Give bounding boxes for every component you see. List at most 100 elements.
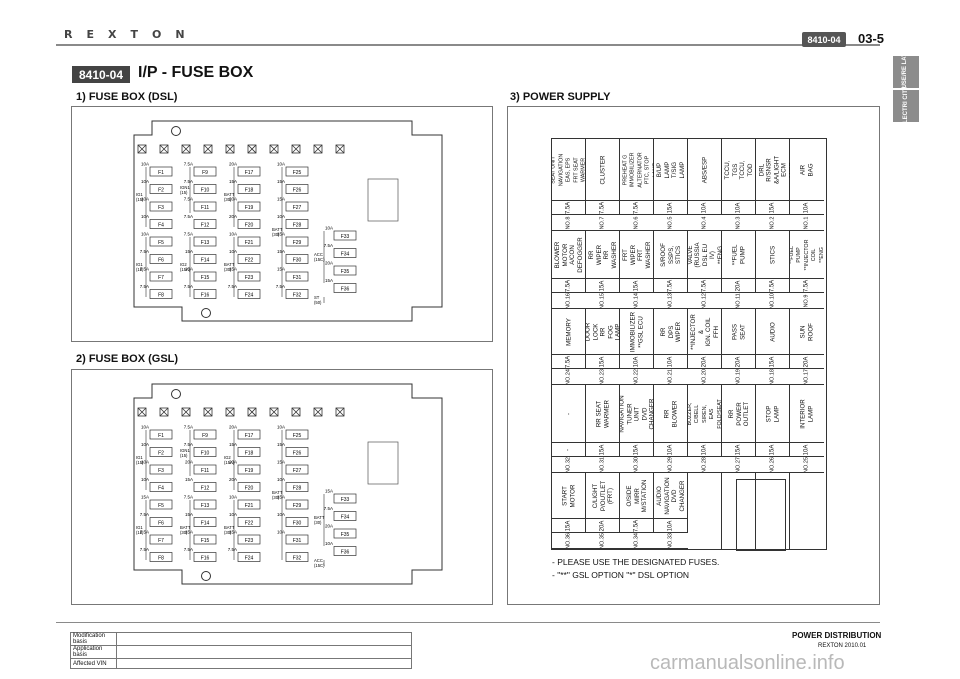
fuse-slot [193, 482, 217, 492]
group-label: ACC [314, 558, 323, 563]
supply-load: STOP LAMP [756, 385, 790, 443]
supply-load-text: STICS [769, 245, 777, 264]
fuse-id: F16 [201, 293, 210, 299]
supply-load-text: TCCU, TGS TCCU, TOD [724, 160, 754, 179]
fuse-rating: 20A [325, 524, 333, 529]
fuse-slot [285, 201, 309, 212]
fuse-slot [237, 534, 261, 545]
fuse-slot [193, 184, 217, 194]
fuse-rating: 10A [141, 460, 149, 465]
fuse-rating: 7.5A [140, 512, 149, 517]
supply-load-text: ENG PREHEAT G IMMOBILIZER ALTERNATOR PTC… [620, 151, 654, 188]
relay-diagonal [181, 407, 191, 417]
supply-amp: 20A [688, 355, 722, 369]
fuse-id: F18 [245, 451, 254, 457]
supply-amp-text: 15A [599, 280, 606, 291]
fuse-id: F35 [341, 532, 350, 538]
fuse-id: F35 [341, 269, 350, 275]
relay-diagonal [313, 407, 323, 417]
spare-relay-box [367, 178, 399, 222]
group-label: (15C) [314, 563, 325, 568]
supply-code-text: NO.32 [565, 457, 572, 473]
fuse-slot [237, 517, 261, 527]
mounting-hole [201, 571, 211, 581]
fuse-rating: 15A [325, 278, 333, 283]
fuse-rating: 15A [185, 512, 193, 517]
fuse-rating: 7.5A [140, 267, 149, 272]
footer-subtitle: REXTON 2010.01 [818, 643, 867, 649]
relay-outline [181, 407, 191, 417]
group-label: IG2 [180, 262, 187, 267]
fuse-rating: 7.5A [228, 547, 237, 552]
supply-code-text: NO.13 [667, 293, 674, 309]
supply-amp-text: 15A [667, 202, 674, 213]
fuse-rating: 15A [229, 267, 237, 272]
supply-amp-text: 10A [803, 444, 810, 455]
supply-amp-text: 20A [735, 356, 742, 367]
group-label: BATT [180, 525, 191, 530]
supply-load: RR BLOWER [654, 385, 688, 443]
fuse-rating: 20A [229, 425, 237, 430]
relay-diagonal [291, 407, 301, 417]
relay-outline [181, 144, 191, 154]
fuse-slot [149, 236, 173, 247]
fuse-rating: 10A [229, 249, 237, 254]
fuse-slot [285, 236, 309, 247]
supply-amp-text: 10A [667, 444, 674, 455]
fuse-rating: 7.5A [184, 547, 193, 552]
relay-outline [269, 407, 279, 417]
relay-cross-icon [269, 144, 279, 154]
side-tab-fuse-relay[interactable]: FUSE/RE LAY [893, 52, 919, 92]
relay-cross-icon [335, 407, 345, 417]
fuse-rating: 15A [277, 495, 285, 500]
page-number: 03-5 [858, 31, 885, 46]
supply-amp-text: 15A [599, 356, 606, 367]
fuse-id: F11 [201, 468, 209, 474]
fuse-id: F29 [293, 240, 302, 246]
fuse-id: F7 [158, 275, 164, 281]
supply-amp-text: 7.5A [599, 201, 606, 214]
fuse-id: F4 [158, 223, 164, 229]
supply-code: NO.24 [552, 369, 586, 385]
supply-code: NO.31 [586, 457, 620, 473]
table-label: Affected VIN [70, 658, 117, 669]
supply-load: CLUSTER [586, 139, 620, 201]
fuse-rating: 7.5A [184, 442, 193, 447]
fuse-slot [193, 201, 217, 212]
supply-code-text: NO.14 [633, 293, 640, 309]
group-label: (15C) [314, 257, 325, 262]
supply-amp-text: 10A [701, 202, 708, 213]
supply-amp: 15A [586, 443, 620, 457]
fuse-id: F26 [293, 451, 302, 457]
fuse-id: F31 [293, 538, 302, 544]
supply-code-text: NO.36 [565, 533, 572, 549]
group-label: IGN1 [180, 185, 190, 190]
fuse-slot [237, 271, 261, 282]
relay-cross-icon [225, 407, 235, 417]
fuse-rating: 10A [325, 541, 333, 546]
supply-load: B/UP LAMP T/SIG LAMP [654, 139, 688, 201]
supply-code: NO.17 [790, 369, 824, 385]
table-label: Modification basis [70, 632, 117, 646]
fuse-slot [193, 552, 217, 562]
fuse-id: F9 [202, 433, 208, 439]
fuse-slot [285, 166, 309, 177]
fuse-rating: 7.5A [140, 547, 149, 552]
supply-amp-text: 15A [769, 202, 776, 213]
table-cell [116, 645, 412, 659]
group-label: ACC [314, 252, 323, 257]
supply-load-text: FRT WIPER FRT WASHER [622, 241, 652, 268]
supply-code-text: NO.17 [803, 369, 810, 385]
fuse-id: F34 [341, 515, 350, 521]
fuse-rating: 15A [185, 267, 193, 272]
relay-cross-icon [137, 144, 147, 154]
supply-load-text: AIR BAG [799, 162, 815, 177]
supply-load: H/LAMP DRL R/SNSR &A/LIGHT ECM MIRR [756, 139, 790, 201]
fuse-rating: 15A [229, 179, 237, 184]
fuse-slot [285, 517, 309, 527]
supply-load: FRT WIPER FRT WASHER [620, 231, 654, 279]
fuse-slot [237, 166, 261, 177]
fuse-slot [333, 493, 357, 504]
side-tab-electricity[interactable]: ELECTRI CITY [893, 85, 919, 127]
